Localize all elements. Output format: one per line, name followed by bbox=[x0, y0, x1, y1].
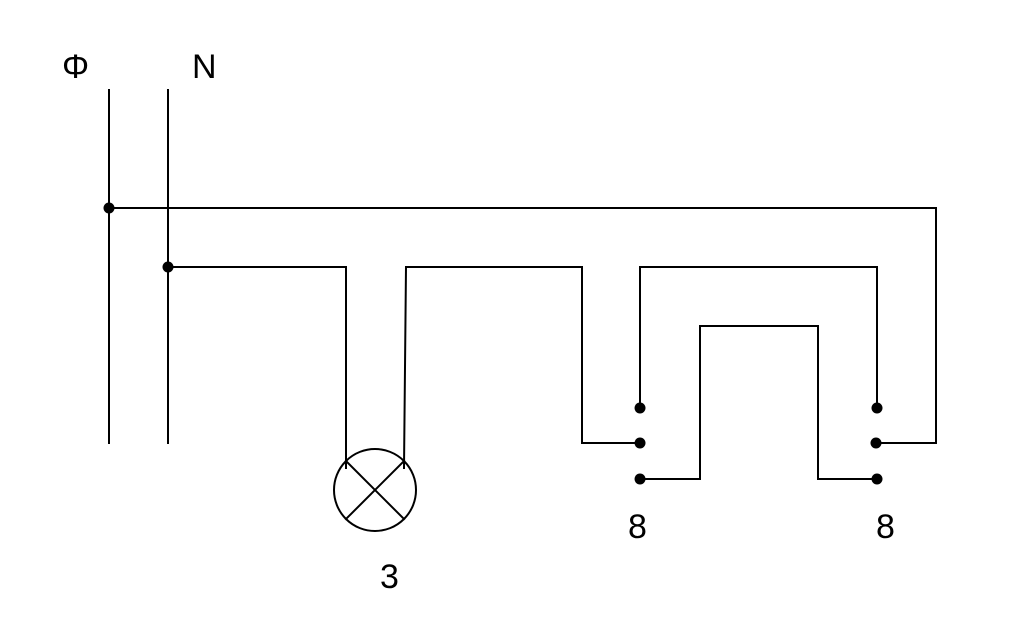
lamp-circle bbox=[333, 448, 417, 532]
lamp-cross-b bbox=[344, 459, 406, 521]
lamp-label: 3 bbox=[380, 558, 399, 596]
switch-right bbox=[870, 402, 883, 485]
phase-junction-dot bbox=[103, 202, 115, 214]
switch-right-label: 8 bbox=[876, 508, 895, 546]
switch-left-label: 8 bbox=[628, 508, 647, 546]
traveler-wire-bottom bbox=[639, 325, 878, 480]
switch-left-terminal-bottom bbox=[634, 473, 646, 485]
switch-left-terminal-top bbox=[634, 402, 646, 414]
neutral-junction-dot bbox=[162, 261, 174, 273]
switch-left-terminal-common bbox=[634, 437, 646, 449]
switch-left bbox=[634, 402, 646, 485]
neutral-lamp-wire bbox=[167, 266, 347, 469]
lamp-symbol bbox=[333, 448, 417, 532]
switch-right-terminal-common bbox=[870, 437, 882, 449]
neutral-label: N bbox=[192, 48, 217, 86]
phase-label: Φ bbox=[62, 48, 89, 86]
switch-right-terminal-bottom bbox=[871, 473, 883, 485]
lamp-switch-wire bbox=[402, 266, 641, 470]
traveler-wire-top bbox=[639, 266, 878, 409]
phase-feed-wire bbox=[108, 207, 937, 444]
switch-right-terminal-top bbox=[871, 402, 883, 414]
